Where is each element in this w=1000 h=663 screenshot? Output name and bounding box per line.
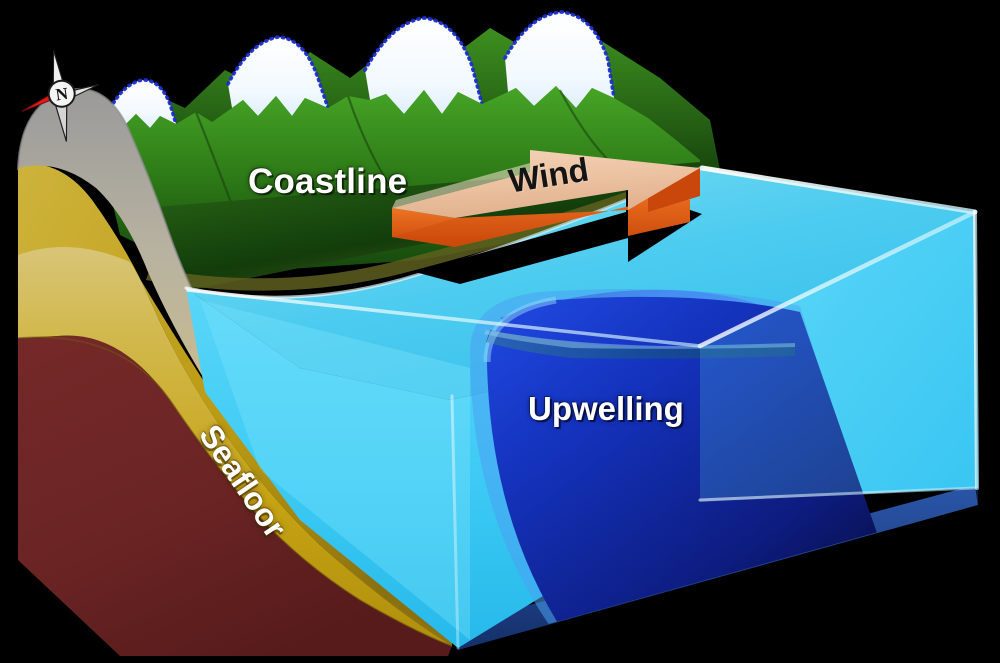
upwelling-water-mass (487, 296, 892, 636)
edge-bottom-front (698, 486, 977, 502)
ocean-glass-overlay (700, 212, 975, 502)
snow-caps-group (108, 12, 614, 128)
ocean-edge-highlights (184, 165, 979, 650)
shoreline-band (146, 166, 704, 291)
edge-surface-left-diagonal (186, 288, 702, 348)
compass-north-letter: N (54, 84, 70, 105)
compass-rose-group: N (21, 50, 100, 142)
snow-cap-2 (228, 37, 328, 116)
wind-arrow-top-face (392, 150, 700, 218)
edge-right-vertical (973, 210, 979, 490)
offshore-surface-flow-highlight (484, 330, 795, 349)
wind-arrow-head-side (648, 168, 700, 212)
ocean-block-group (184, 165, 979, 650)
sediment-edge-outline (17, 336, 453, 647)
edge-surface-diagonal (697, 209, 978, 349)
compass-center-circle (47, 79, 76, 108)
bedrock-layer (18, 335, 452, 656)
wind-arrow-top-highlight (392, 163, 530, 208)
snow-outline-2 (226, 35, 330, 110)
snow-cap-1 (108, 79, 176, 128)
offshore-surface-flow-band (486, 330, 795, 359)
snow-cap-3 (365, 18, 482, 114)
snow-outline-1 (106, 78, 178, 126)
ocean-inner-light-wash (200, 300, 470, 640)
upwelling-edge-highlight (483, 296, 557, 363)
snow-outline-4 (503, 10, 616, 100)
wind-arrow-bottom-face (392, 185, 690, 247)
ocean-surface-plane (186, 168, 975, 400)
edge-left-vertical (450, 394, 460, 650)
edge-surface-back-right (699, 165, 978, 215)
snow-cap-outlines-group (106, 10, 616, 126)
sediment-layer (18, 164, 452, 646)
snow-outline-3 (363, 16, 484, 106)
wind-arrow-group (392, 150, 700, 247)
rock-layer-upper (18, 88, 452, 630)
edge-shore-top (184, 166, 704, 299)
snow-cap-4 (505, 12, 614, 108)
ocean-base-slab-side (975, 485, 978, 505)
